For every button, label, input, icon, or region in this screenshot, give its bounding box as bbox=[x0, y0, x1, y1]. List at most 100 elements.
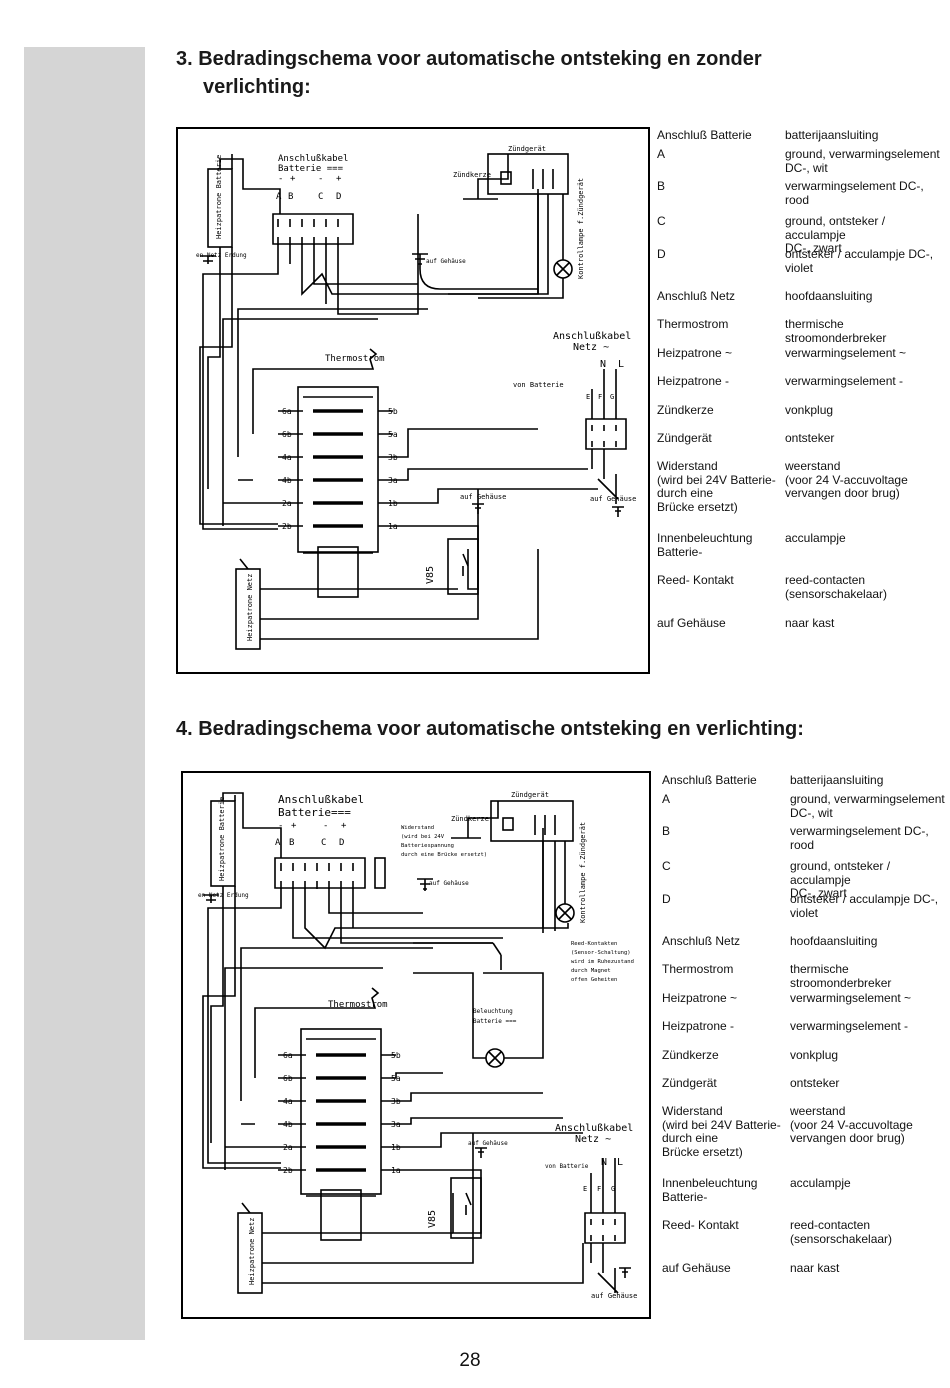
d4-wid-l4: durch eine Brücke ersetzt) bbox=[401, 852, 487, 858]
d4-term-4b: 4b bbox=[283, 1120, 293, 1129]
d4-v85-label: V85 bbox=[427, 1210, 438, 1228]
d4-sign-d: + bbox=[341, 821, 347, 831]
d3-sign-c: - bbox=[318, 174, 323, 184]
legend-value: thermische stroomonderbreker bbox=[785, 317, 887, 345]
d3-auf-gehaeuse-2: auf Gehäuse bbox=[460, 493, 506, 501]
section-4-title: 4. Bedradingschema voor automatische ont… bbox=[176, 718, 804, 740]
d4-term-1a: 1a bbox=[391, 1166, 401, 1175]
d3-term-5a: 5a bbox=[388, 430, 398, 439]
legend-value: ground, ontsteker / acculampje DC-, zwar… bbox=[785, 214, 886, 255]
d4-anschluss-line2: Batterie=== bbox=[278, 806, 351, 819]
legend-key: Zündgerät bbox=[662, 1076, 717, 1090]
legend-key: Reed- Kontakt bbox=[657, 573, 734, 587]
d4-heizpatrone-batterie-label: Heizpatrone Batterie bbox=[218, 797, 226, 881]
d4-en-netz-erdung: en Netz Erdung bbox=[198, 892, 249, 899]
d3-term-3a: 3a bbox=[388, 476, 398, 485]
legend-key: Zündkerze bbox=[662, 1048, 719, 1062]
legend-value: vonkplug bbox=[790, 1048, 839, 1062]
d3-term-2a: 2a bbox=[282, 499, 292, 508]
d3-term-1a: 1a bbox=[388, 522, 398, 531]
legend-key: B bbox=[657, 179, 666, 193]
legend-value: verwarmingselement DC-, rood bbox=[785, 179, 924, 207]
d3-anschluss-line1: Anschlußkabel bbox=[278, 154, 348, 164]
d4-term-4a: 4a bbox=[283, 1097, 293, 1106]
d3-en-netz-erdung: en Netz Erdung bbox=[196, 252, 247, 259]
legend-key: Zündkerze bbox=[657, 403, 714, 417]
d3-sign-d: + bbox=[336, 174, 342, 184]
section-3-title-cont: verlichting: bbox=[203, 76, 311, 98]
d4-sign-c: - bbox=[323, 821, 328, 831]
d4-reed-l3: wird im Ruhezustand bbox=[571, 959, 634, 965]
d3-letter-n: N bbox=[600, 359, 606, 370]
d4-anschluss-line1: Anschlußkabel bbox=[278, 793, 364, 806]
page-number: 28 bbox=[459, 1350, 481, 1371]
d4-term-6a: 6a bbox=[283, 1051, 293, 1060]
d4-letter-f: F bbox=[597, 1185, 601, 1193]
legend-key: C bbox=[657, 214, 666, 228]
d3-term-6b: 6b bbox=[282, 430, 292, 439]
d3-auf-gehaeuse-3: auf Gehäuse bbox=[590, 495, 636, 503]
legend-value: ground, ontsteker / acculampje DC-, zwar… bbox=[790, 859, 891, 900]
d3-term-3b: 3b bbox=[388, 453, 398, 462]
zuendgeraet-box bbox=[490, 800, 574, 842]
d3-kontrolllampe-label: Kontrollampe f.Zündgerät bbox=[577, 178, 585, 279]
legend-value: reed-contacten (sensorschakelaar) bbox=[790, 1218, 893, 1246]
d3-letter-a: A bbox=[276, 192, 282, 202]
d3-netz-line1: Anschlußkabel bbox=[553, 331, 631, 342]
d4-zuendkerze-label: Zündkerze bbox=[451, 815, 489, 823]
legend-key: A bbox=[662, 792, 671, 806]
legend-value: verwarmingselement - bbox=[785, 374, 904, 388]
d4-letter-e: E bbox=[583, 1185, 587, 1193]
d3-heizpatrone-batterie-label: Heizpatrone Batterie bbox=[215, 155, 223, 239]
d4-wid-l3: Batteriespannung bbox=[401, 843, 454, 849]
d4-letter-d: D bbox=[339, 838, 344, 848]
d4-auf-gehaeuse-2: auf Gehäuse bbox=[468, 1140, 508, 1147]
d4-letter-a: A bbox=[275, 838, 281, 848]
d3-term-4a: 4a bbox=[282, 453, 292, 462]
legend-value: weerstand (voor 24 V-accuvoltage vervang… bbox=[790, 1104, 913, 1145]
heating-element-body bbox=[300, 1028, 382, 1195]
d3-netz-line2: Netz ~ bbox=[573, 342, 609, 353]
legend-key: A bbox=[657, 147, 666, 161]
d3-von-batterie: von Batterie bbox=[513, 381, 564, 389]
legend-key: Heizpatrone - bbox=[662, 1019, 735, 1033]
zuendgeraet-box bbox=[487, 153, 569, 195]
d4-term-2a: 2a bbox=[283, 1143, 293, 1152]
d4-term-3a: 3a bbox=[391, 1120, 401, 1129]
legend-value: acculampje bbox=[785, 531, 846, 545]
d3-letter-f: F bbox=[598, 393, 602, 401]
legend-value: weerstand (voor 24 V-accuvoltage vervang… bbox=[785, 459, 908, 500]
legend-value: ontsteker / acculampje DC-, violet bbox=[785, 247, 934, 275]
legend-key: C bbox=[662, 859, 671, 873]
legend-key: Innenbeleuchtung Batterie- bbox=[657, 531, 753, 559]
legend-key: Thermostrom bbox=[662, 962, 734, 976]
legend-key: Anschluß Batterie bbox=[662, 773, 757, 787]
legend-key: Zündgerät bbox=[657, 431, 712, 445]
legend-value: verwarmingselement ~ bbox=[790, 991, 912, 1005]
d4-netz-line2: Netz ~ bbox=[575, 1134, 611, 1145]
legend-key: B bbox=[662, 824, 671, 838]
d4-letter-g: G bbox=[611, 1185, 615, 1193]
d3-anschluss-line2: Batterie === bbox=[278, 164, 344, 174]
d4-term-1b: 1b bbox=[391, 1143, 401, 1152]
section-3-title: 3. Bedradingschema voor automatische ont… bbox=[176, 48, 762, 70]
page-sidebar-band bbox=[24, 47, 145, 1340]
legend-key: Heizpatrone ~ bbox=[657, 346, 733, 360]
d4-wid-l2: (wird bei 24V bbox=[401, 834, 445, 840]
d4-letter-n: N bbox=[601, 1157, 607, 1168]
d4-thermostrom-label: Thermostrom bbox=[328, 1000, 388, 1010]
d3-v85-label: V85 bbox=[425, 566, 436, 584]
legend-value: reed-contacten (sensorschakelaar) bbox=[785, 573, 888, 601]
d4-heizpatrone-netz-label: Heizpatrone Netz bbox=[248, 1218, 256, 1285]
legend-key: auf Gehäuse bbox=[662, 1261, 731, 1275]
d4-bel-l2: Batterie === bbox=[473, 1018, 517, 1025]
legend-value: ontsteker bbox=[790, 1076, 840, 1090]
